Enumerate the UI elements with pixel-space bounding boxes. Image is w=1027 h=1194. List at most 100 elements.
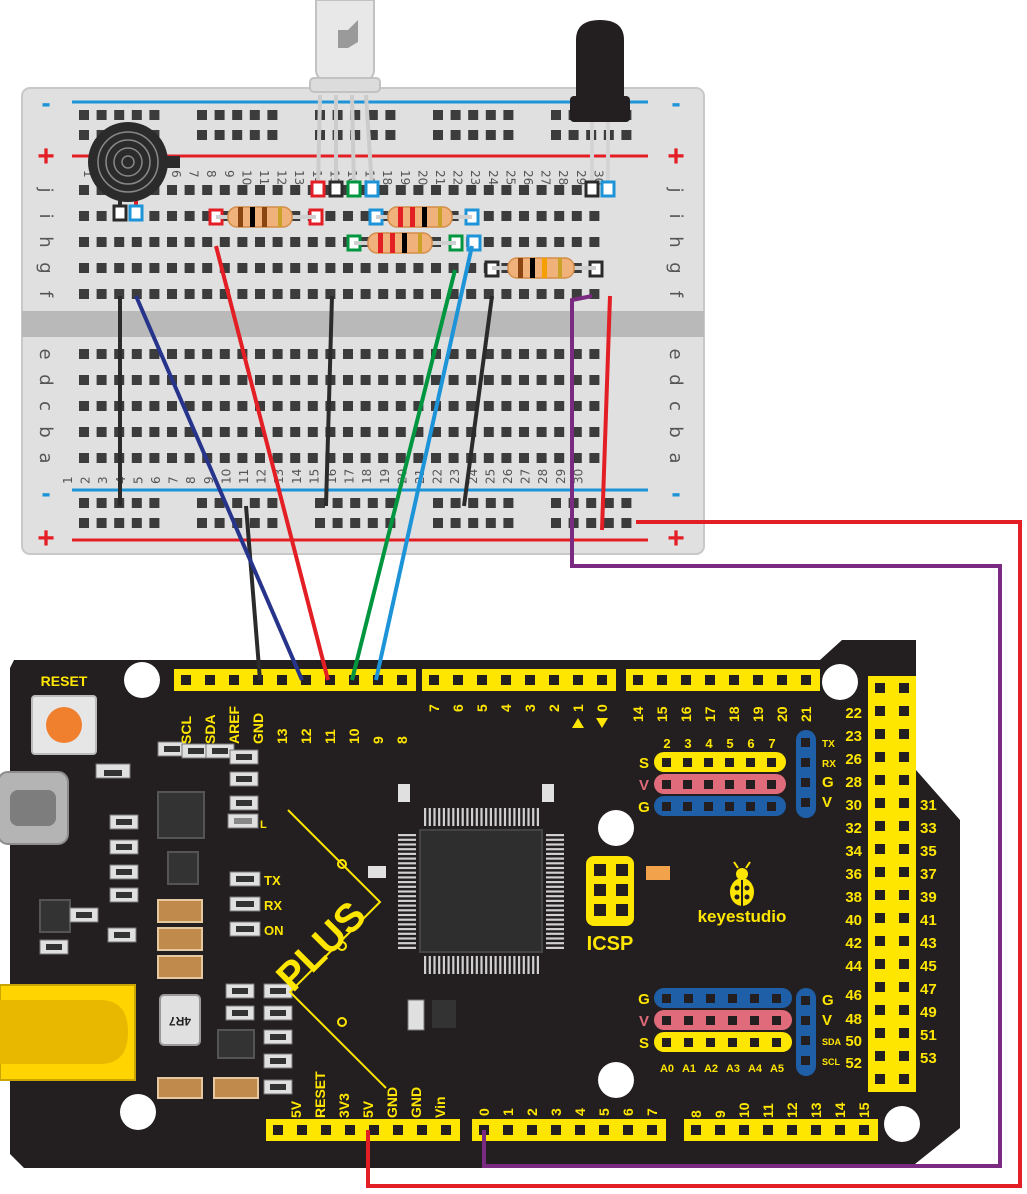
header-pin[interactable] [875,1074,885,1084]
header-pin[interactable] [301,675,311,685]
header-pin[interactable] [835,1125,845,1135]
header-pin[interactable] [477,675,487,685]
header-pin[interactable] [573,675,583,685]
header-pin[interactable] [345,1125,355,1135]
header-pin[interactable] [899,798,909,808]
header-pin[interactable] [787,1125,797,1135]
header-pin[interactable] [277,675,287,685]
header-pin[interactable] [397,675,407,685]
header-pin[interactable] [899,1005,909,1015]
header-pin[interactable] [899,959,909,969]
header-pin[interactable] [899,729,909,739]
pin-headers[interactable] [174,669,916,1141]
header-pin[interactable] [441,1125,451,1135]
serial-pins[interactable] [796,730,816,818]
header-pin[interactable] [777,675,787,685]
header-pin[interactable] [417,1125,427,1135]
header-pin[interactable] [859,1125,869,1135]
header-pin[interactable] [899,775,909,785]
header-pin[interactable] [229,675,239,685]
header-pin[interactable] [899,982,909,992]
header-bottom-mid[interactable] [472,1119,666,1141]
header-pin[interactable] [875,729,885,739]
header-bottom-right[interactable] [684,1119,878,1141]
header-pin[interactable] [739,1125,749,1135]
header-pin[interactable] [763,1125,773,1135]
header-pin[interactable] [297,1125,307,1135]
header-top-left[interactable] [174,669,416,691]
header-pin[interactable] [875,706,885,716]
header-pin[interactable] [729,675,739,685]
header-pin[interactable] [503,1125,513,1135]
header-pin[interactable] [875,959,885,969]
header-pin[interactable] [501,675,511,685]
header-pin[interactable] [899,1051,909,1061]
analog-row-V[interactable] [654,1010,792,1030]
i2c-pins[interactable] [796,988,816,1076]
header-pin[interactable] [549,675,559,685]
header-right-double[interactable] [868,676,916,1092]
header-pin[interactable] [633,675,643,685]
header-pin[interactable] [899,1074,909,1084]
header-top-right[interactable] [626,669,820,691]
header-pin[interactable] [875,982,885,992]
header-pin[interactable] [525,675,535,685]
reset-button-cap[interactable] [46,707,82,743]
header-pin[interactable] [575,1125,585,1135]
analog-row-G[interactable] [654,988,792,1008]
header-pin[interactable] [681,675,691,685]
header-pin[interactable] [753,675,763,685]
header-pin[interactable] [647,1125,657,1135]
header-pin[interactable] [691,1125,701,1135]
header-pin[interactable] [899,752,909,762]
header-pin[interactable] [899,1028,909,1038]
header-pin[interactable] [875,867,885,877]
header-pin[interactable] [875,844,885,854]
header-pin[interactable] [597,675,607,685]
header-pin[interactable] [453,675,463,685]
header-pin[interactable] [899,890,909,900]
header-bottom-power[interactable] [266,1119,460,1141]
header-pin[interactable] [875,821,885,831]
header-pin[interactable] [811,1125,821,1135]
header-pin[interactable] [875,775,885,785]
header-pin[interactable] [875,1051,885,1061]
header-pin[interactable] [875,890,885,900]
header-pin[interactable] [715,1125,725,1135]
header-pin[interactable] [899,706,909,716]
sensor-row-G[interactable] [654,796,786,816]
icsp-header[interactable] [586,856,634,926]
header-pin[interactable] [321,1125,331,1135]
header-pin[interactable] [875,683,885,693]
header-pin[interactable] [875,936,885,946]
header-pin[interactable] [875,1005,885,1015]
header-pin[interactable] [801,675,811,685]
header-pin[interactable] [899,844,909,854]
header-pin[interactable] [205,675,215,685]
header-pin[interactable] [181,675,191,685]
header-pin[interactable] [393,1125,403,1135]
header-top-mid[interactable] [422,669,616,691]
header-pin[interactable] [899,821,909,831]
analog-row-S[interactable] [654,1032,792,1052]
header-pin[interactable] [899,683,909,693]
sensor-row-S[interactable] [654,752,786,772]
sensor-pin-blocks[interactable] [654,730,816,1076]
header-pin[interactable] [705,675,715,685]
header-pin[interactable] [899,913,909,923]
header-pin[interactable] [875,798,885,808]
header-pin[interactable] [527,1125,537,1135]
sensor-row-V[interactable] [654,774,786,794]
header-pin[interactable] [657,675,667,685]
header-pin[interactable] [429,675,439,685]
header-pin[interactable] [899,936,909,946]
header-pin[interactable] [325,675,335,685]
header-pin[interactable] [875,1028,885,1038]
header-pin[interactable] [369,1125,379,1135]
header-pin[interactable] [551,1125,561,1135]
header-pin[interactable] [875,752,885,762]
header-pin[interactable] [599,1125,609,1135]
header-pin[interactable] [875,913,885,923]
header-pin[interactable] [623,1125,633,1135]
header-pin[interactable] [899,867,909,877]
